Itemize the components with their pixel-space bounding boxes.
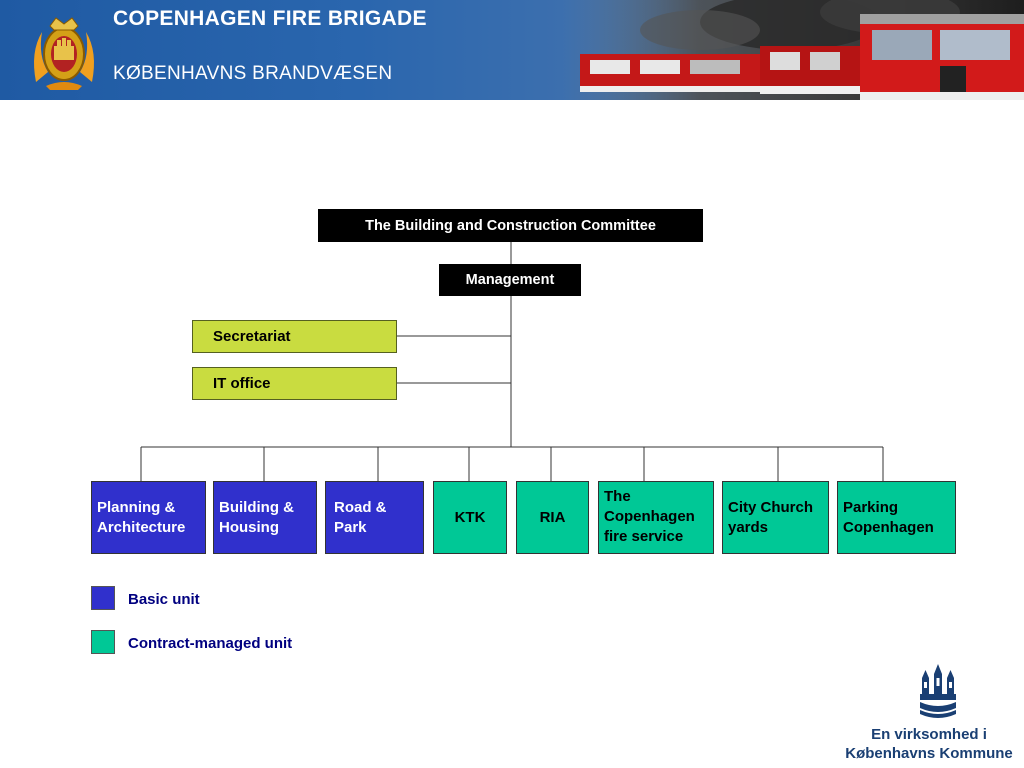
unit-copenhagen-fire-service: The Copenhagen fire service [598, 481, 714, 554]
unit-label: Parking Copenhagen [843, 498, 934, 536]
unit-planning-architecture: Planning & Architecture [91, 481, 206, 554]
municipality-footer: En virksomhed i Københavns Kommune [844, 725, 1014, 763]
unit-label: Road & Park [334, 498, 387, 536]
copenhagen-municipality-logo-icon [920, 664, 956, 718]
unit-label: Planning & Architecture [97, 498, 186, 536]
it-office-box: IT office [192, 367, 397, 400]
brigade-title-danish: KØBENHAVNS BRANDVÆSEN [113, 63, 393, 84]
unit-parking-copenhagen: Parking Copenhagen [837, 481, 956, 554]
unit-ria: RIA [516, 481, 589, 554]
brigade-title-english: COPENHAGEN FIRE BRIGADE [113, 7, 427, 30]
header-banner: COPENHAGEN FIRE BRIGADE KØBENHAVNS BRAND… [0, 0, 1024, 100]
committee-box: The Building and Construction Committee [318, 209, 703, 242]
unit-road-park: Road & Park [325, 481, 424, 554]
unit-label: RIA [539, 508, 566, 526]
fire-brigade-crest-icon [34, 17, 94, 90]
footer-line-2: Københavns Kommune [845, 745, 1013, 762]
unit-label: KTK [454, 508, 486, 526]
legend-swatch-basic [91, 586, 115, 610]
unit-ktk: KTK [433, 481, 507, 554]
legend-swatch-contract [91, 630, 115, 654]
unit-label: Building & Housing [219, 498, 294, 536]
legend-label-contract: Contract-managed unit [128, 635, 293, 652]
unit-city-church-yards: City Church yards [722, 481, 829, 554]
unit-label: City Church yards [728, 498, 814, 536]
management-box: Management [439, 264, 581, 296]
fire-truck-photo [560, 0, 1024, 100]
unit-building-housing: Building & Housing [213, 481, 317, 554]
secretariat-box: Secretariat [192, 320, 397, 353]
footer-line-1: En virksomhed i [871, 726, 987, 743]
unit-label: The Copenhagen fire service [604, 488, 695, 545]
legend-label-basic: Basic unit [128, 591, 200, 608]
